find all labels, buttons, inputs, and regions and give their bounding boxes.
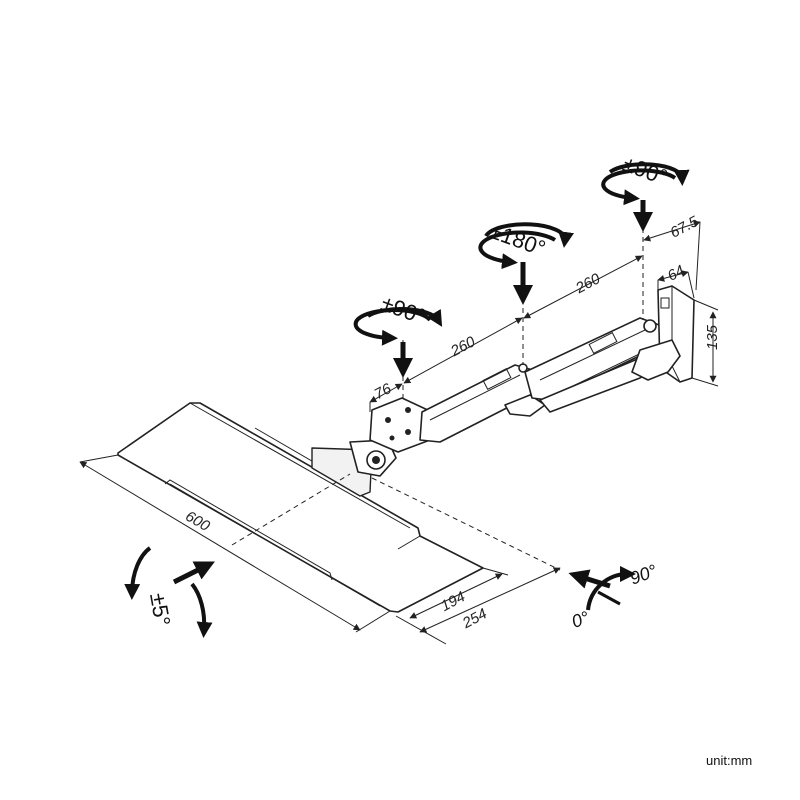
tilt-label: ±5° (145, 591, 175, 628)
dim-label-260-b: 260 (572, 270, 604, 298)
arm-assembly (369, 317, 663, 453)
dim-label-135: 135 (704, 324, 721, 350)
dim-label-254: 254 (459, 605, 490, 632)
dim-label-76: 76 (372, 380, 395, 403)
dimension-lines (79, 210, 719, 645)
dim-label-64: 64 (665, 262, 688, 285)
rotation-label-joint-1: ±90° (378, 290, 429, 329)
rotation-symbol-joint-2 (478, 222, 574, 305)
dim-label-600: 600 (182, 508, 213, 536)
swivel-min-label: 0° (569, 607, 592, 632)
swivel-symbol (568, 565, 636, 611)
swivel-max-label: 90° (627, 560, 659, 588)
dim-label-67-5: 67.5 (667, 213, 701, 242)
rotation-symbol-joint-1 (353, 307, 443, 378)
rotation-symbol-joint-3 (601, 162, 690, 232)
unit-label: unit:mm (706, 753, 752, 768)
rotation-label-joint-3: ±90° (620, 151, 671, 190)
tilt-symbol (124, 546, 215, 638)
